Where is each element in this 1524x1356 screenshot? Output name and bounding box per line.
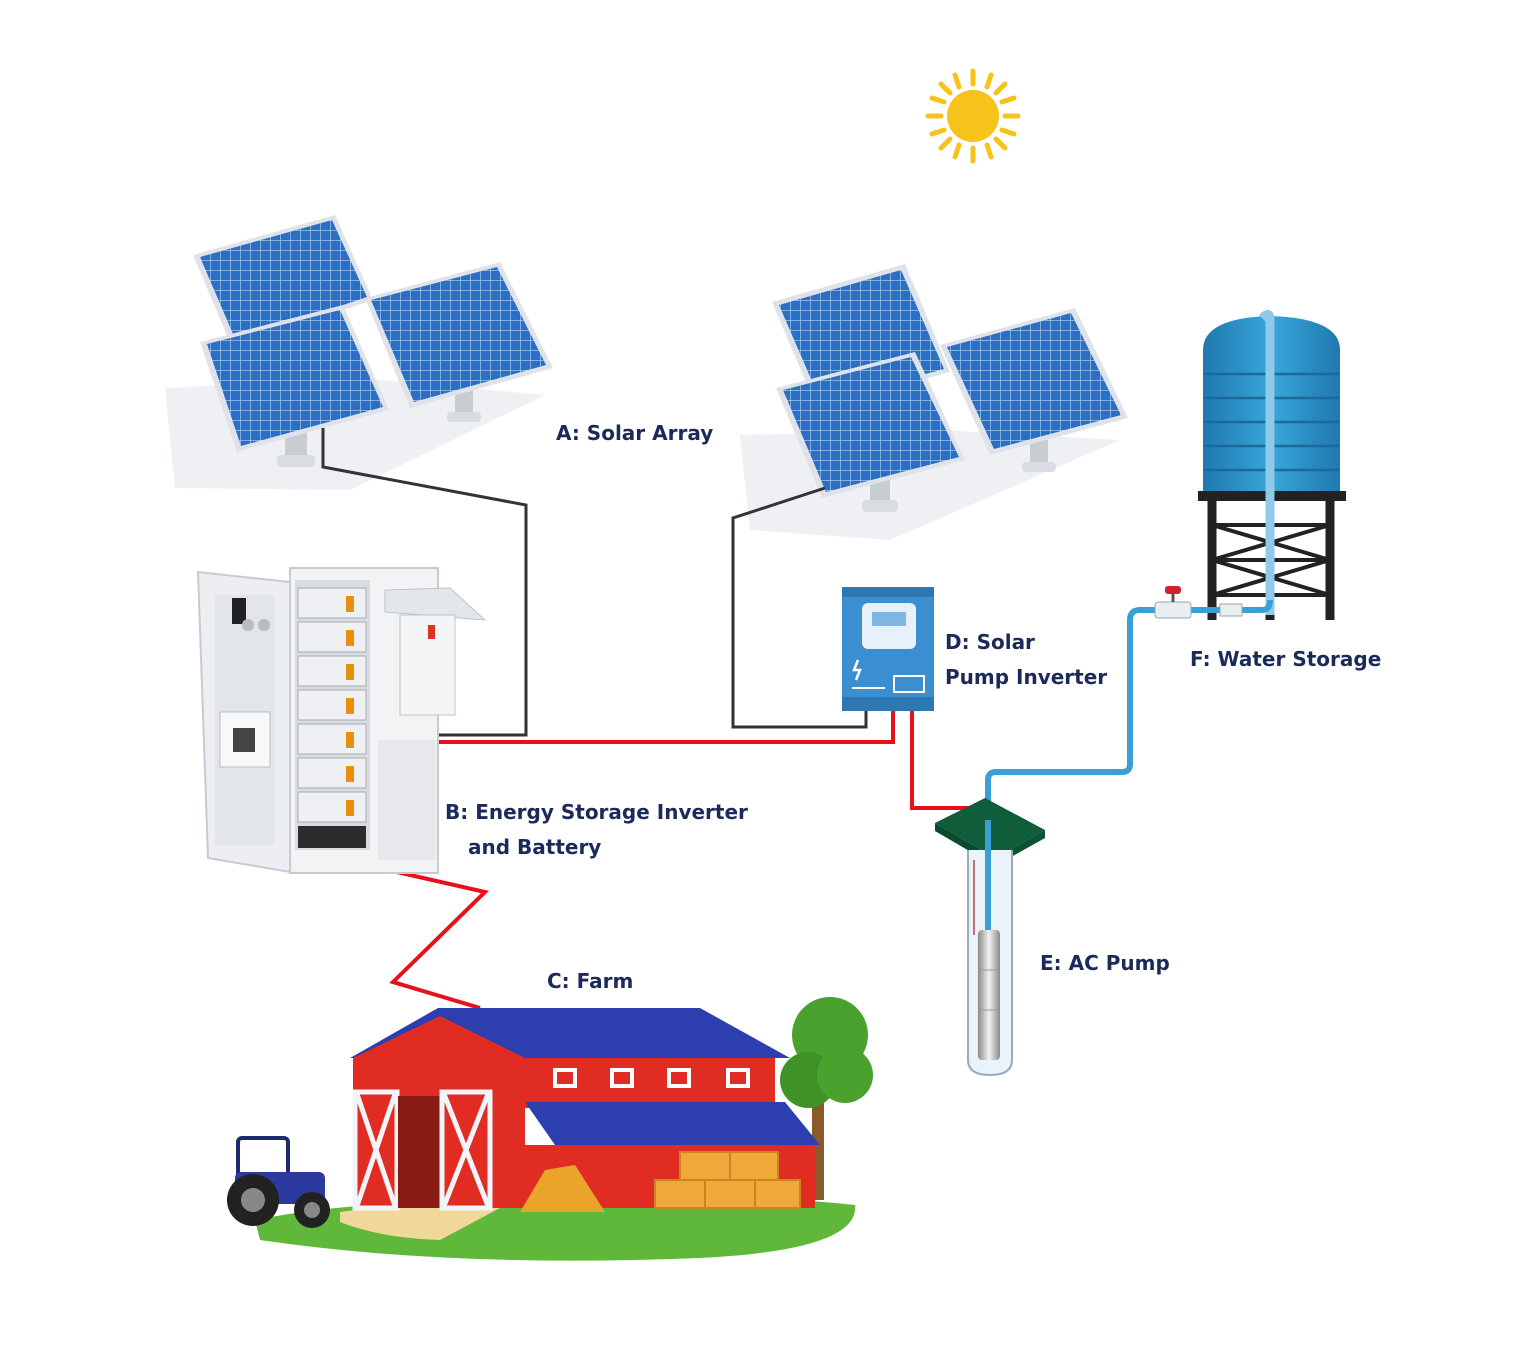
label-solar-pump-inverter-line2: Pump Inverter [945, 665, 1108, 689]
tractor-icon [227, 1136, 330, 1228]
label-solar-array: A: Solar Array [556, 421, 714, 445]
label-water-storage: F: Water Storage [1190, 647, 1382, 671]
sun-icon [925, 68, 1021, 164]
water-pipe [985, 599, 1273, 815]
solar-panel-icon [165, 215, 553, 490]
label-energy-storage-inverter-line2: and Battery [468, 835, 602, 859]
label-solar-pump-inverter-line1: D: Solar [945, 630, 1035, 654]
tree-icon [780, 997, 873, 1200]
water-tower-icon [1198, 310, 1346, 620]
valve-icon [1154, 586, 1243, 619]
farm-scene [227, 997, 873, 1261]
inverter-icon [842, 587, 934, 711]
label-energy-storage-inverter-line1: B: Energy Storage Inverter [445, 800, 748, 824]
battery-cabinet-icon [196, 567, 487, 874]
label-farm: C: Farm [547, 969, 634, 993]
label-ac-pump: E: AC Pump [1040, 951, 1170, 975]
solar-panel-icon [740, 264, 1128, 540]
pump-icon [935, 798, 1045, 1077]
